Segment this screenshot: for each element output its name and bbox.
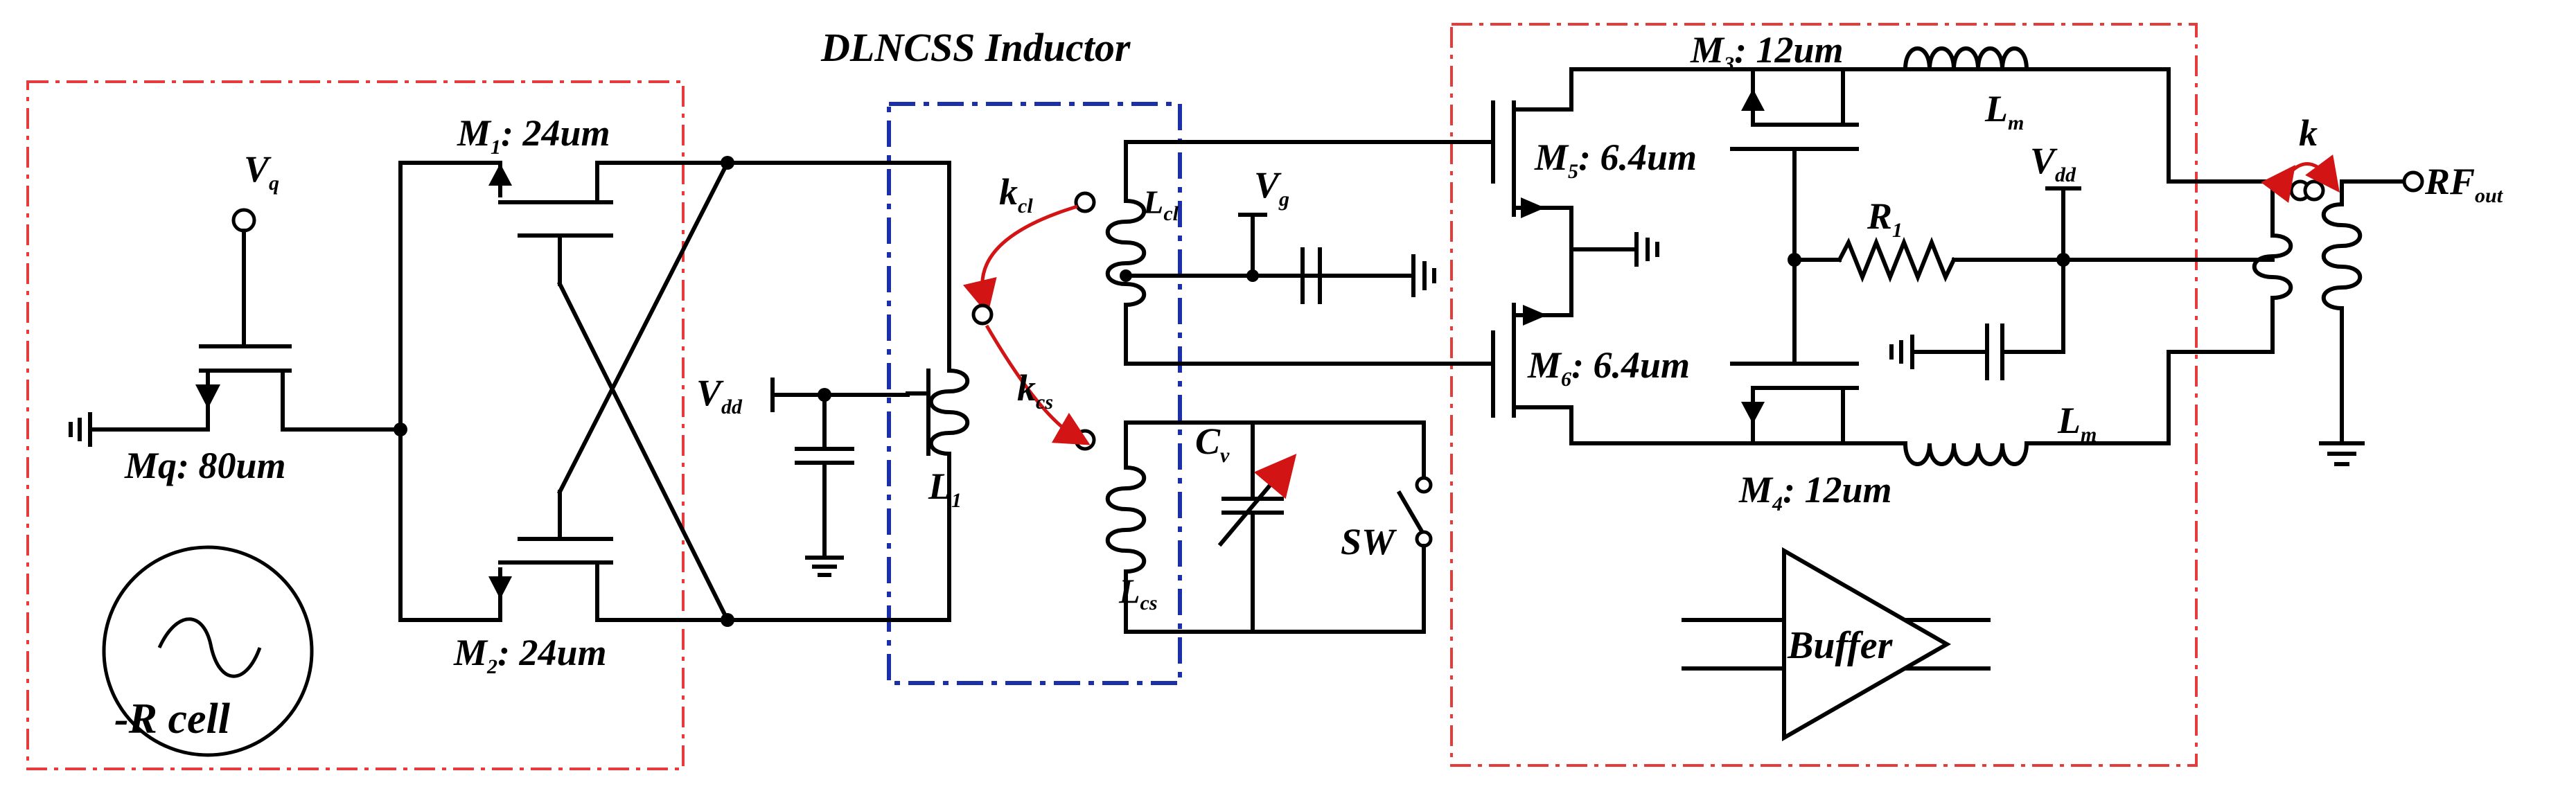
m5-label: M5: 6.4um xyxy=(1534,136,1697,183)
kcl-tap-terminal xyxy=(1074,191,1096,213)
l1-label: L1 xyxy=(928,466,962,512)
kcs-coupling-arrow xyxy=(985,324,1091,445)
cv-label: Cv xyxy=(1195,420,1230,467)
m6-source-arrow xyxy=(1523,305,1547,326)
neg-r-cell-label: -R cell xyxy=(114,695,231,743)
m5-source-arrow xyxy=(1521,197,1545,218)
lm-bottom-label: Lm xyxy=(2057,400,2097,446)
diagram-title: DLNCSS Inductor xyxy=(820,25,1131,70)
r1-resistor xyxy=(1836,236,1957,283)
buffer-label: Buffer xyxy=(1787,624,1894,667)
vg-label: Vg xyxy=(1254,164,1289,211)
sw-label: SW xyxy=(1341,521,1397,562)
m3-label: M3: 12um xyxy=(1690,29,1844,76)
kcl-label: kcl xyxy=(999,171,1033,218)
lm-bottom-coil xyxy=(1903,441,2029,466)
lm-top-label: Lm xyxy=(1984,88,2024,134)
secondary-dot-terminal xyxy=(2303,179,2325,202)
dlncss-inductor-boundary xyxy=(887,102,1182,685)
sw-blade xyxy=(1396,490,1427,538)
buffer-symbol xyxy=(1782,547,1952,742)
output-transformer: k RFout xyxy=(2252,112,2504,466)
buffer-boundary xyxy=(1450,23,2198,767)
kcs-tap-terminal xyxy=(1074,429,1096,451)
rfout-label: RFout xyxy=(2424,161,2504,207)
l1-tap-terminal xyxy=(971,303,994,326)
lcl-coil xyxy=(1105,198,1147,308)
lcs-coil xyxy=(1105,465,1147,574)
lcs-label: Lcs xyxy=(1118,571,1158,614)
m1-source-arrow xyxy=(488,163,512,186)
m3-source-arrow xyxy=(1741,89,1765,111)
rfout-terminal xyxy=(2402,170,2424,193)
m4-source-arrow xyxy=(1741,402,1765,424)
dlncss-inductor: L1 Vdd Lcl Vg xyxy=(696,140,1495,634)
sine-wave-icon xyxy=(157,617,262,678)
cv-tuning-arrow xyxy=(1217,454,1297,547)
vdd-label-tank: Vdd xyxy=(696,372,743,418)
cross-coupling-wire-b xyxy=(556,159,731,495)
m2-source-arrow xyxy=(488,576,512,599)
sw-terminal-top xyxy=(1415,476,1433,494)
neg-r-cell: Vq Mq: 80um M1: 24um xyxy=(69,112,734,757)
lm-top-coil xyxy=(1903,46,2029,72)
m1-label: M1: 24um xyxy=(457,112,610,159)
primary-coil xyxy=(2252,233,2293,301)
kcl-coupling-arrow xyxy=(962,204,1078,315)
k-label: k xyxy=(2299,112,2318,154)
neg-r-cell-boundary xyxy=(26,80,685,770)
k-coupling-arrow xyxy=(2261,154,2340,203)
vdd-label-buffer: Vdd xyxy=(2030,140,2076,186)
buffer-stage: M5: 6.4um M6: 6.4um Lm M3: 12um xyxy=(1491,29,2275,742)
lcl-label: Lcl xyxy=(1143,184,1179,225)
l1-coil xyxy=(928,368,970,456)
r1-label: R1 xyxy=(1867,195,1903,242)
secondary-coil xyxy=(2321,202,2363,311)
mq-label: Mq: 80um xyxy=(124,445,286,486)
m4-label: M4: 12um xyxy=(1738,469,1892,515)
vq-label: Vq xyxy=(244,148,279,195)
cross-coupling-wire-a xyxy=(556,281,731,623)
vq-terminal xyxy=(231,208,256,233)
mq-source-arrow xyxy=(195,384,220,409)
kcs-label: kcs xyxy=(1017,367,1053,414)
m2-label: M2: 24um xyxy=(453,632,607,678)
m6-label: M6: 6.4um xyxy=(1527,344,1690,391)
neg-r-cell-symbol xyxy=(102,545,314,757)
